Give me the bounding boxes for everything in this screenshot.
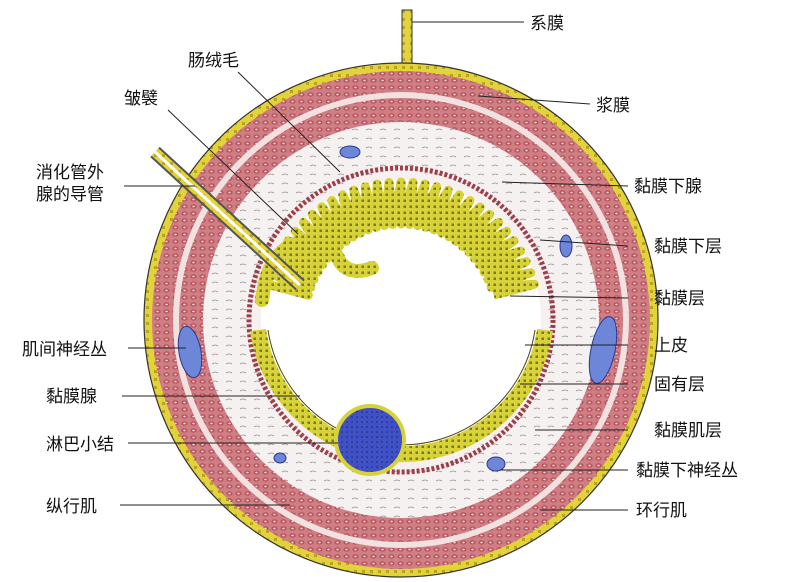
label-mesentery: 系膜 bbox=[530, 14, 564, 34]
label-circular-muscle: 环行肌 bbox=[636, 501, 687, 521]
label-mucosal-gland: 黏膜腺 bbox=[46, 387, 97, 407]
label-plica: 皱襞 bbox=[124, 88, 158, 109]
submucosal-plexus-top bbox=[339, 145, 361, 159]
label-submucosal-plexus: 黏膜下神经丛 bbox=[636, 461, 738, 481]
myenteric-plexus-right bbox=[588, 316, 618, 384]
label-serosa: 浆膜 bbox=[596, 96, 630, 116]
myenteric-plexus-left bbox=[177, 325, 203, 379]
label-epithelium: 上皮 bbox=[654, 336, 688, 356]
submucosal-plexus-bottom bbox=[486, 456, 506, 472]
label-muscularis-mucosae: 黏膜肌层 bbox=[654, 421, 722, 441]
label-mucosa: 黏膜层 bbox=[654, 289, 705, 309]
label-submucosa: 黏膜下层 bbox=[654, 237, 722, 257]
gland-duct-lumen bbox=[153, 150, 302, 287]
label-intestinal-villus: 肠绒毛 bbox=[188, 51, 239, 71]
submucosal-plexus-left bbox=[273, 452, 287, 464]
submucosal-plexus-right-upper bbox=[559, 234, 573, 258]
label-external-gland-duct-line2: 腺的导管 bbox=[36, 185, 104, 205]
label-myenteric-plexus: 肌间神经丛 bbox=[22, 340, 107, 360]
label-longitudinal-muscle: 纵行肌 bbox=[46, 497, 97, 517]
muscularis-mucosae-ring bbox=[246, 165, 556, 475]
label-external-gland-duct-line1: 消化管外 bbox=[36, 163, 104, 183]
label-lamina-propria: 固有层 bbox=[654, 375, 705, 395]
leader-lines bbox=[120, 21, 629, 511]
label-submucosal-gland: 黏膜下腺 bbox=[634, 177, 702, 197]
label-lymph-nodule: 淋巴小结 bbox=[46, 435, 114, 455]
lymph-nodule bbox=[334, 404, 406, 476]
